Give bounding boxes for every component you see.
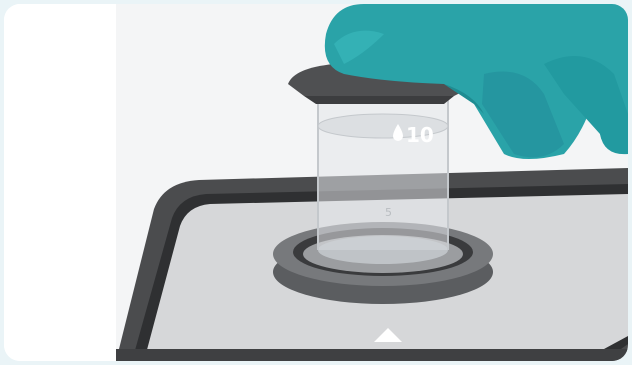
instrument-front-edge xyxy=(116,349,628,361)
vial: 10 5 xyxy=(318,90,448,264)
illustration-frame: 10 5 xyxy=(4,4,628,361)
blank-margin xyxy=(4,4,116,361)
vial-cap-underside xyxy=(304,96,454,104)
vial-bottom xyxy=(318,236,448,264)
vial-insertion-illustration: 10 5 xyxy=(4,4,628,361)
vial-upper-mark: 10 xyxy=(406,123,434,147)
vial-lower-mark: 5 xyxy=(385,206,392,219)
